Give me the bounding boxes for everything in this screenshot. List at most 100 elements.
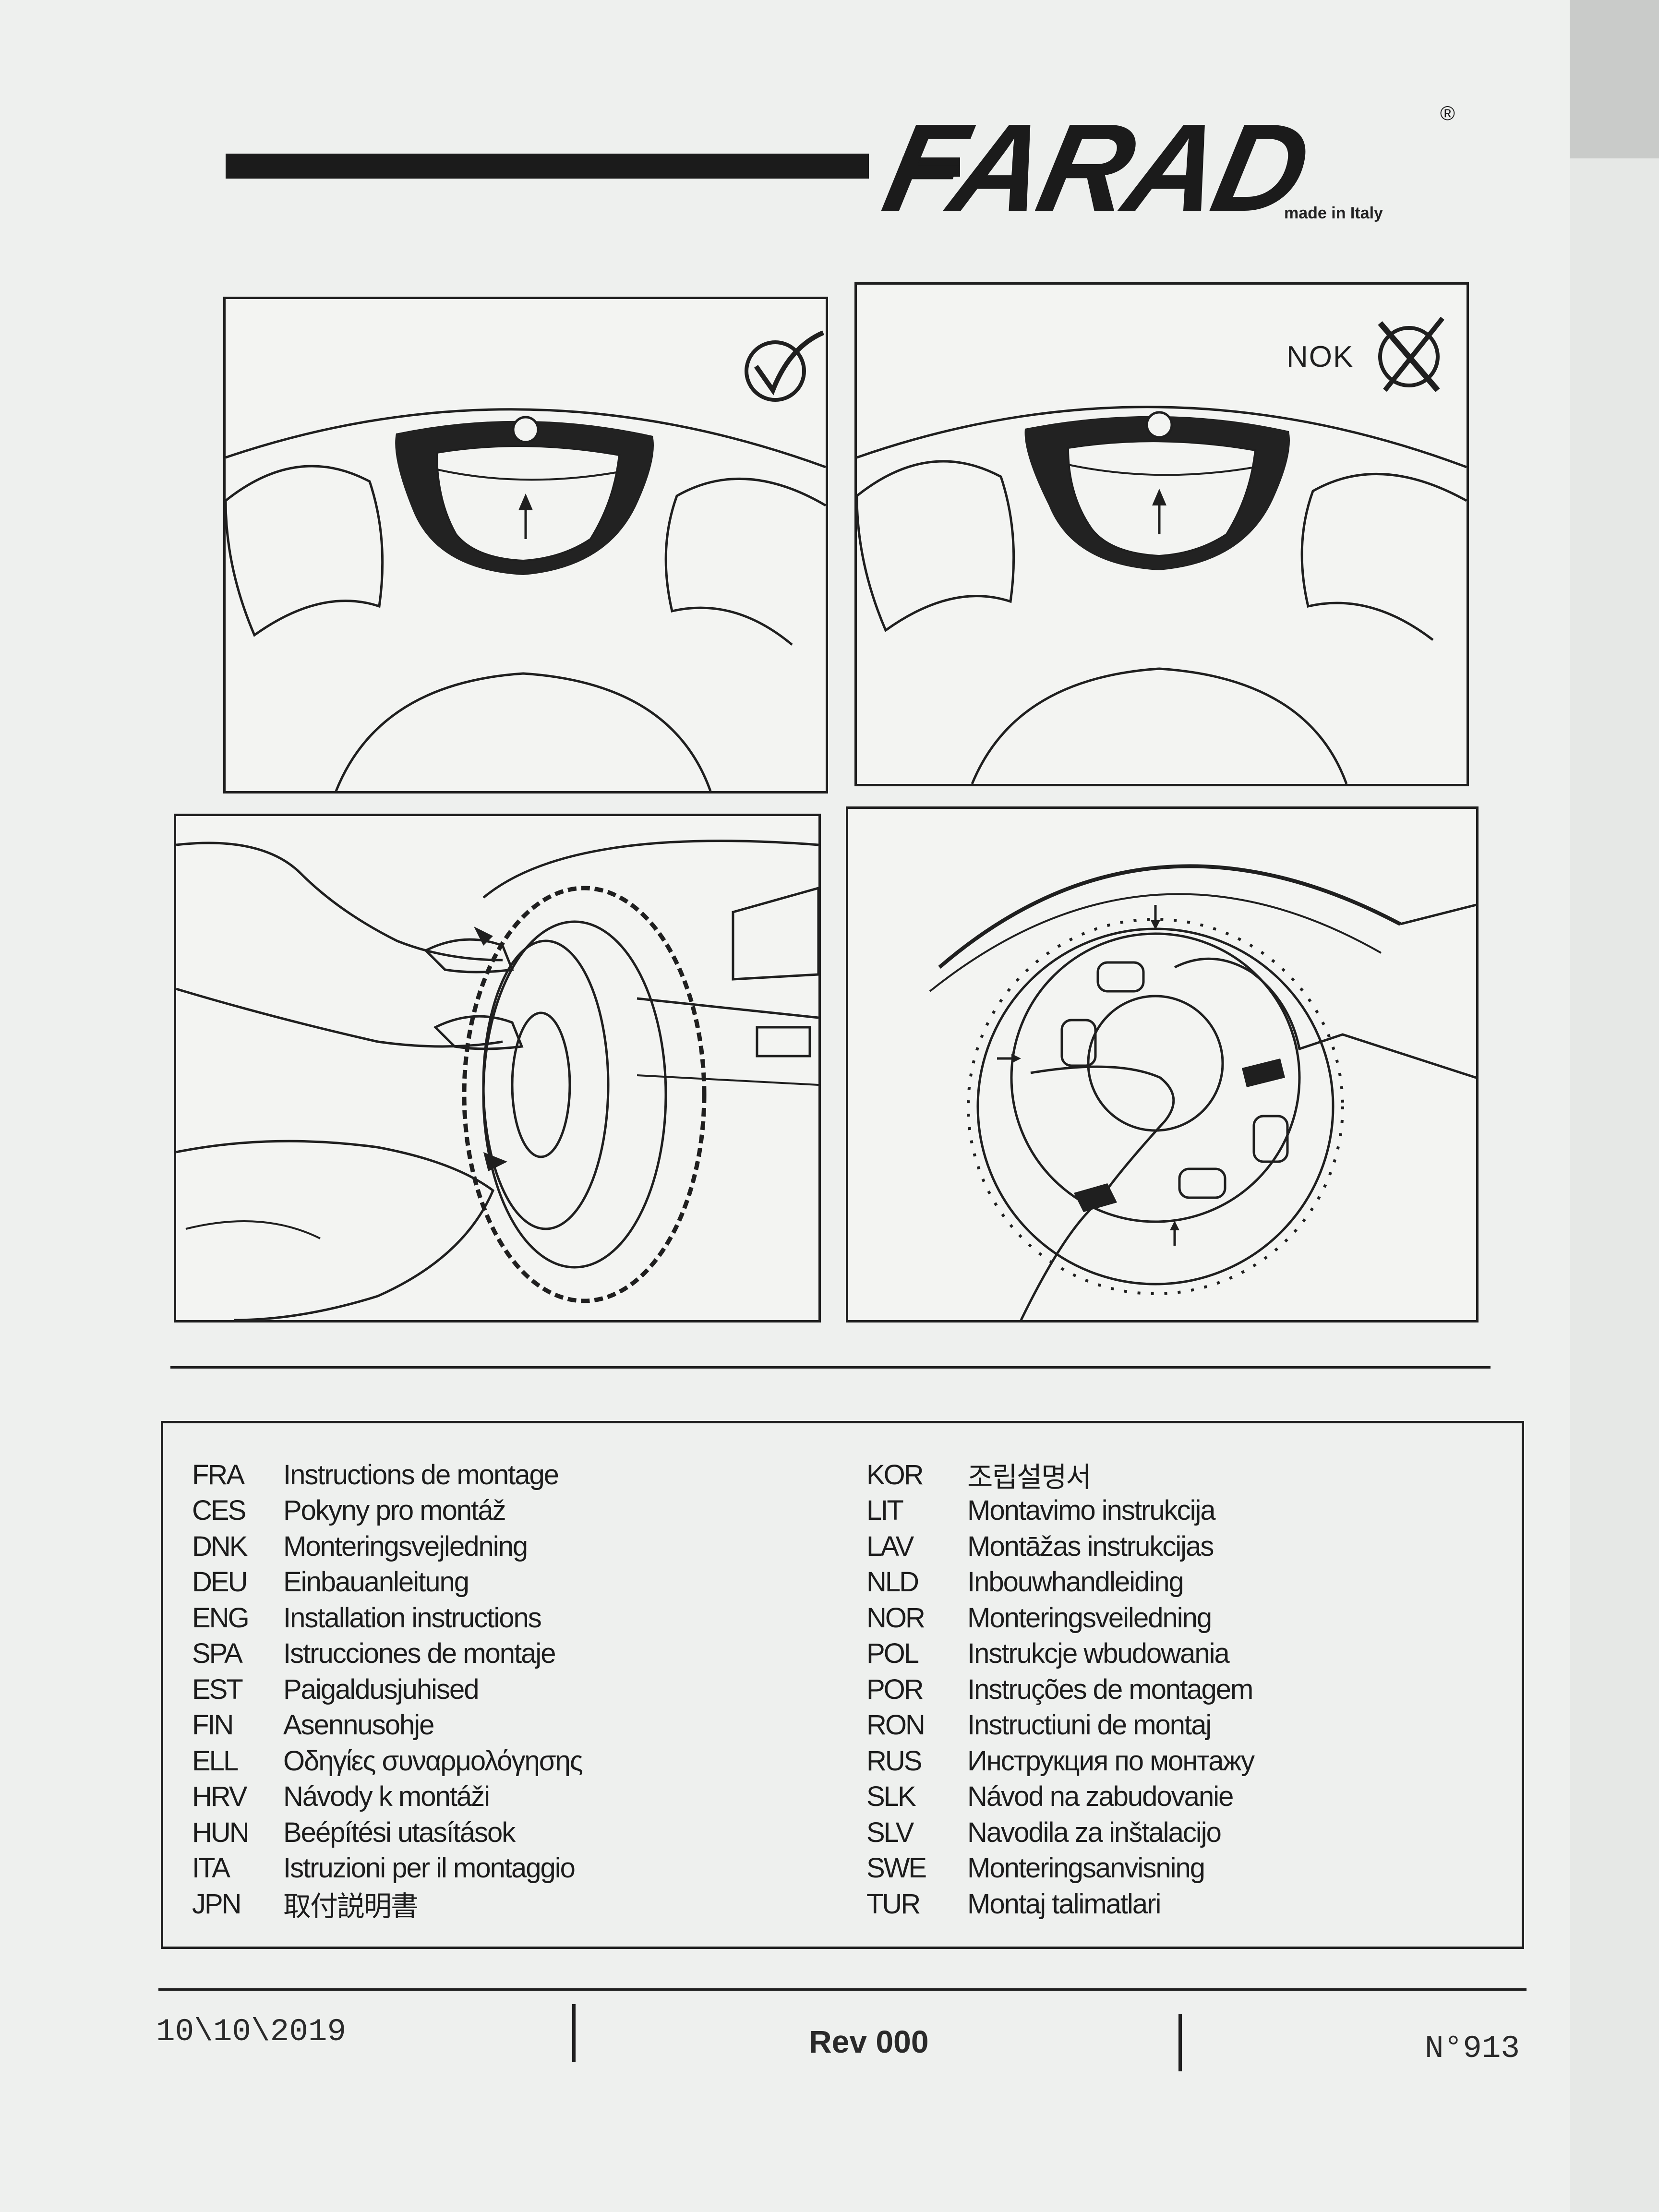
header-rule xyxy=(226,154,869,179)
illustration-valve-incorrect xyxy=(857,406,1467,784)
language-instruction-title: Asennusohje xyxy=(283,1709,434,1741)
language-code: JPN xyxy=(192,1888,242,1920)
language-instruction-title: Istrucciones de montaje xyxy=(283,1638,556,1670)
language-row: LAV Montāžas instrukcijas xyxy=(866,1528,1254,1564)
language-code: SWE xyxy=(866,1852,927,1884)
language-instruction-title: Instrukcje wbudowania xyxy=(967,1638,1230,1670)
language-row: LIT Montavimo instrukcija xyxy=(866,1493,1254,1529)
instruction-sheet: FARAD ® made in Italy xyxy=(156,0,1659,2071)
brand-header: FARAD ® made in Italy xyxy=(226,98,1474,240)
footer-divider xyxy=(158,1988,1527,1991)
cross-circle-icon xyxy=(1378,316,1444,392)
language-row: NLD Inbouwhandleiding xyxy=(866,1564,1254,1600)
language-instruction-title: Einbauanleitung xyxy=(283,1566,469,1598)
language-code: SPA xyxy=(192,1638,243,1670)
language-instruction-title: Navodila za inštalacijo xyxy=(967,1816,1222,1848)
language-instruction-title: Montaj talimatlari xyxy=(967,1888,1161,1920)
language-code: SLV xyxy=(866,1816,914,1848)
language-code: FIN xyxy=(192,1709,234,1741)
language-instruction-title: Monteringsveiledning xyxy=(967,1602,1212,1634)
language-row: FRA Instructions de montage xyxy=(192,1457,582,1493)
section-divider xyxy=(170,1366,1491,1369)
language-instruction-title: Installation instructions xyxy=(283,1602,542,1634)
panel-pressing-hubcap xyxy=(846,806,1479,1322)
language-instruction-title: Instructiuni de montaj xyxy=(967,1709,1212,1741)
language-instruction-title: Pokyny pro montáž xyxy=(283,1495,506,1527)
language-code: NOR xyxy=(866,1602,926,1634)
language-instruction-title: Návod na zabudovanie xyxy=(967,1781,1234,1813)
nok-label: NOK xyxy=(1286,340,1354,373)
language-instruction-title: 取付説明書 xyxy=(283,1891,419,1923)
panel-fitting-hubcap xyxy=(174,814,821,1322)
language-code: HRV xyxy=(192,1781,247,1813)
footer-separator xyxy=(1178,2014,1182,2071)
language-row: POL Instrukcje wbudowania xyxy=(866,1636,1254,1672)
language-code: POR xyxy=(866,1673,924,1705)
language-code: LAV xyxy=(866,1530,914,1562)
language-row: TUR Montaj talimatlari xyxy=(866,1886,1254,1922)
footer-document-number: N°913 xyxy=(1425,2031,1520,2067)
language-instruction-title: Instruções de montagem xyxy=(967,1673,1253,1705)
logo-dash xyxy=(902,157,960,177)
language-instruction-title: Monteringsanvisning xyxy=(967,1852,1205,1884)
language-code: RON xyxy=(866,1709,926,1741)
language-code: RUS xyxy=(866,1745,922,1777)
language-instruction-title: Inbouwhandleiding xyxy=(967,1566,1184,1598)
language-row: RON Instructiuni de montaj xyxy=(866,1707,1254,1743)
panel-valve-correct xyxy=(223,297,828,793)
language-row: POR Instruções de montagem xyxy=(866,1671,1254,1707)
brand-logo: FARAD xyxy=(873,98,1319,238)
language-code: ENG xyxy=(192,1602,250,1634)
language-row: SLV Navodila za inštalacijo xyxy=(866,1815,1254,1851)
language-instruction-title: Montavimo instrukcija xyxy=(967,1495,1216,1527)
footer-date: 10\10\2019 xyxy=(156,2014,347,2050)
language-code: KOR xyxy=(866,1459,924,1491)
footer-separator xyxy=(572,2004,576,2062)
language-row: HRV Návody k montáži xyxy=(192,1779,582,1815)
language-row: HUN Beépítési utasítások xyxy=(192,1815,582,1851)
language-code: ITA xyxy=(192,1852,230,1884)
language-instruction-title: Istruzioni per il montaggio xyxy=(283,1852,576,1884)
check-circle-icon xyxy=(745,330,824,402)
language-row: DEU Einbauanleitung xyxy=(192,1564,582,1600)
language-instruction-title: Návody k montáži xyxy=(283,1781,490,1813)
language-instruction-title: Beépítési utasítások xyxy=(283,1816,516,1848)
language-row: ENG Installation instructions xyxy=(192,1600,582,1636)
language-code: DEU xyxy=(192,1566,248,1598)
language-code: ELL xyxy=(192,1745,239,1777)
language-instruction-title: Instructions de montage xyxy=(283,1459,559,1491)
language-row: DNK Monteringsvejledning xyxy=(192,1528,582,1564)
language-code: POL xyxy=(866,1638,919,1670)
language-code: DNK xyxy=(192,1530,248,1562)
language-code: TUR xyxy=(866,1888,921,1920)
language-code: FRA xyxy=(192,1459,245,1491)
illustration-valve-correct xyxy=(226,408,826,791)
language-instruction-title: 조립설명서 xyxy=(967,1462,1092,1493)
language-code: CES xyxy=(192,1495,246,1527)
language-row: SWE Monteringsanvisning xyxy=(866,1851,1254,1887)
language-row: FIN Asennusohje xyxy=(192,1707,582,1743)
brand-tagline: made in Italy xyxy=(1284,204,1383,222)
illustration-pressing-hubcap xyxy=(929,864,1476,1320)
language-code: EST xyxy=(192,1673,243,1705)
language-instruction-title: Οδηγίες συναρμολόγησης xyxy=(283,1745,583,1777)
panel-valve-incorrect: NOK xyxy=(854,282,1469,786)
page-edge-shadow xyxy=(1570,0,1659,158)
language-row: CES Pokyny pro montáž xyxy=(192,1493,582,1529)
language-row: KOR 조립설명서 xyxy=(866,1457,1254,1493)
language-code: HUN xyxy=(192,1816,250,1848)
language-row: RUS Инструкция по монтажу xyxy=(866,1743,1255,1779)
language-instruction-title: Montāžas instrukcijas xyxy=(967,1530,1214,1562)
language-instruction-title: Monteringsvejledning xyxy=(283,1530,528,1562)
language-instruction-title: Инструкция по монтажу xyxy=(967,1745,1255,1777)
language-row: JPN 取付説明書 xyxy=(192,1886,582,1923)
language-code: LIT xyxy=(866,1495,904,1527)
footer-revision: Rev 000 xyxy=(809,2024,929,2059)
language-code: NLD xyxy=(866,1566,919,1598)
language-row: ELL Οδηγίες συναρμολόγησης xyxy=(192,1743,583,1779)
illustration-fitting-hubcap xyxy=(176,840,818,1320)
